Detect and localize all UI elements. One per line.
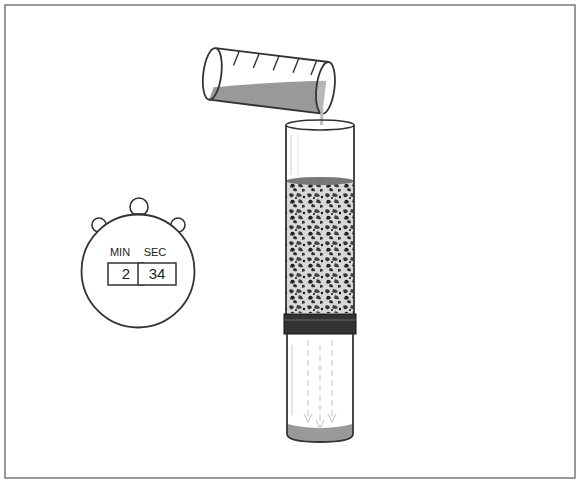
soil-sample <box>286 180 354 313</box>
filter-tube <box>286 120 354 316</box>
filter-band <box>284 314 356 334</box>
time-display: 34 <box>137 262 177 286</box>
pouring-beaker <box>200 47 337 115</box>
unit-label: SEC <box>134 247 176 258</box>
unit-label: MIN <box>100 247 140 258</box>
stopwatch-face: MINSEC234 <box>80 213 196 329</box>
collection-tube <box>287 334 353 442</box>
time-value: 34 <box>137 262 177 286</box>
frame <box>5 5 575 478</box>
